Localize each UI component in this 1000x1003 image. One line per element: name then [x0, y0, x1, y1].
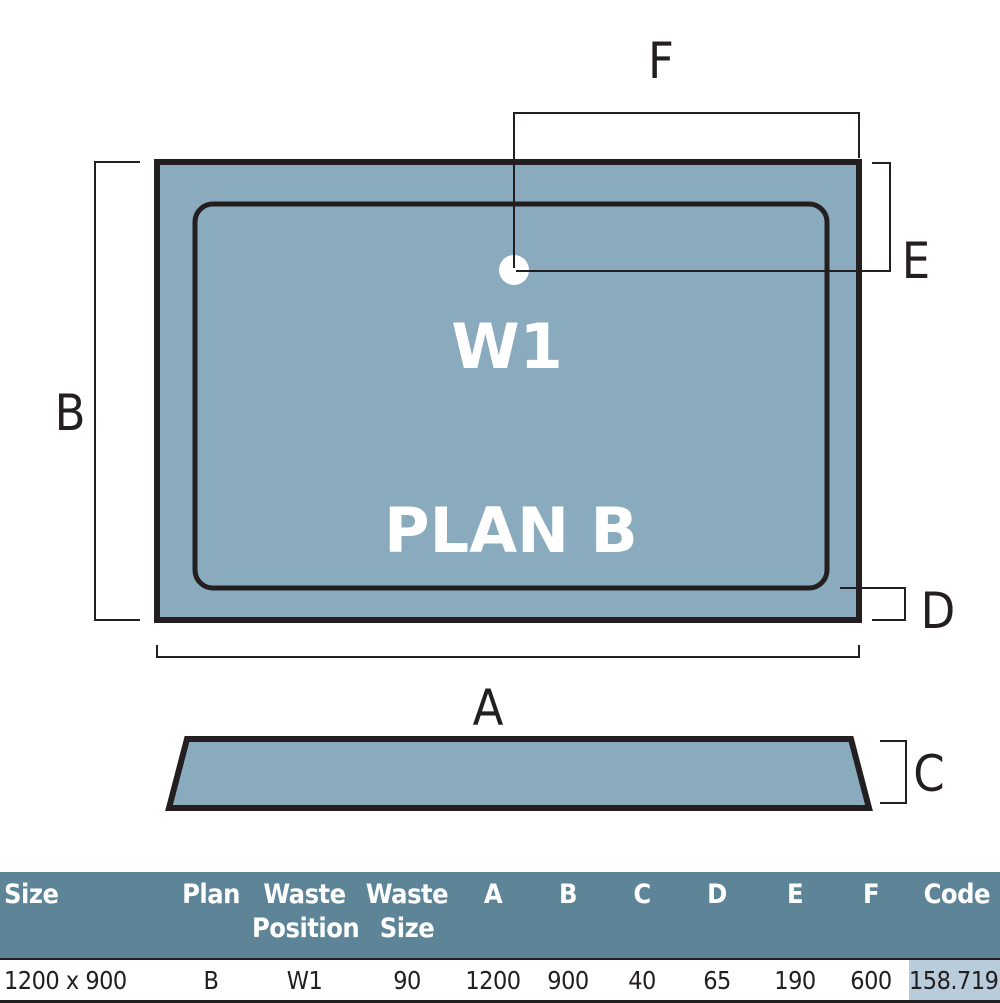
dimension-c-line	[880, 740, 907, 804]
shower-tray-diagram: F E B D A C W1 PLAN B	[55, 32, 956, 811]
cell-f: 600	[833, 958, 909, 1003]
cell-size: 1200 x 900	[0, 958, 170, 1003]
header-code: Code	[909, 872, 1000, 959]
dimension-d-line	[840, 587, 906, 621]
dimension-f-line	[513, 112, 860, 268]
header-c: C	[607, 872, 677, 959]
cell-a: 1200	[457, 958, 529, 1003]
cell-b: 900	[529, 958, 607, 1003]
label-a: A	[473, 679, 504, 737]
header-a: A	[457, 872, 529, 959]
header-d: D	[677, 872, 757, 959]
label-b: B	[55, 384, 86, 442]
header-f: F	[833, 872, 909, 959]
cell-waste-position: W1	[252, 958, 357, 1003]
cell-e: 190	[757, 958, 833, 1003]
waste-label: W1	[451, 310, 563, 383]
plan-label: PLAN B	[384, 494, 638, 567]
cell-d: 65	[677, 958, 757, 1003]
dimension-a-line	[156, 645, 860, 658]
waste-hole	[499, 255, 529, 285]
label-e: E	[902, 232, 930, 290]
header-size: Size	[0, 872, 170, 959]
table-row: 1200 x 900 B W1 90 1200 900 40 65 190 60…	[0, 958, 1000, 1003]
tray-outer-outline	[154, 159, 862, 623]
cell-c: 40	[607, 958, 677, 1003]
cell-code: 158.719	[909, 958, 1000, 1003]
header-b: B	[529, 872, 607, 959]
label-c: C	[913, 745, 944, 803]
label-f: F	[648, 32, 674, 90]
tray-side-view	[165, 736, 873, 811]
cell-waste-size: 90	[357, 958, 457, 1003]
dimension-b-line	[94, 161, 140, 621]
header-plan: Plan	[170, 872, 252, 959]
dimension-e-line	[516, 162, 891, 272]
label-d: D	[921, 582, 956, 640]
header-e: E	[757, 872, 833, 959]
cell-plan: B	[170, 958, 252, 1003]
tray-inner-recess	[192, 201, 830, 591]
